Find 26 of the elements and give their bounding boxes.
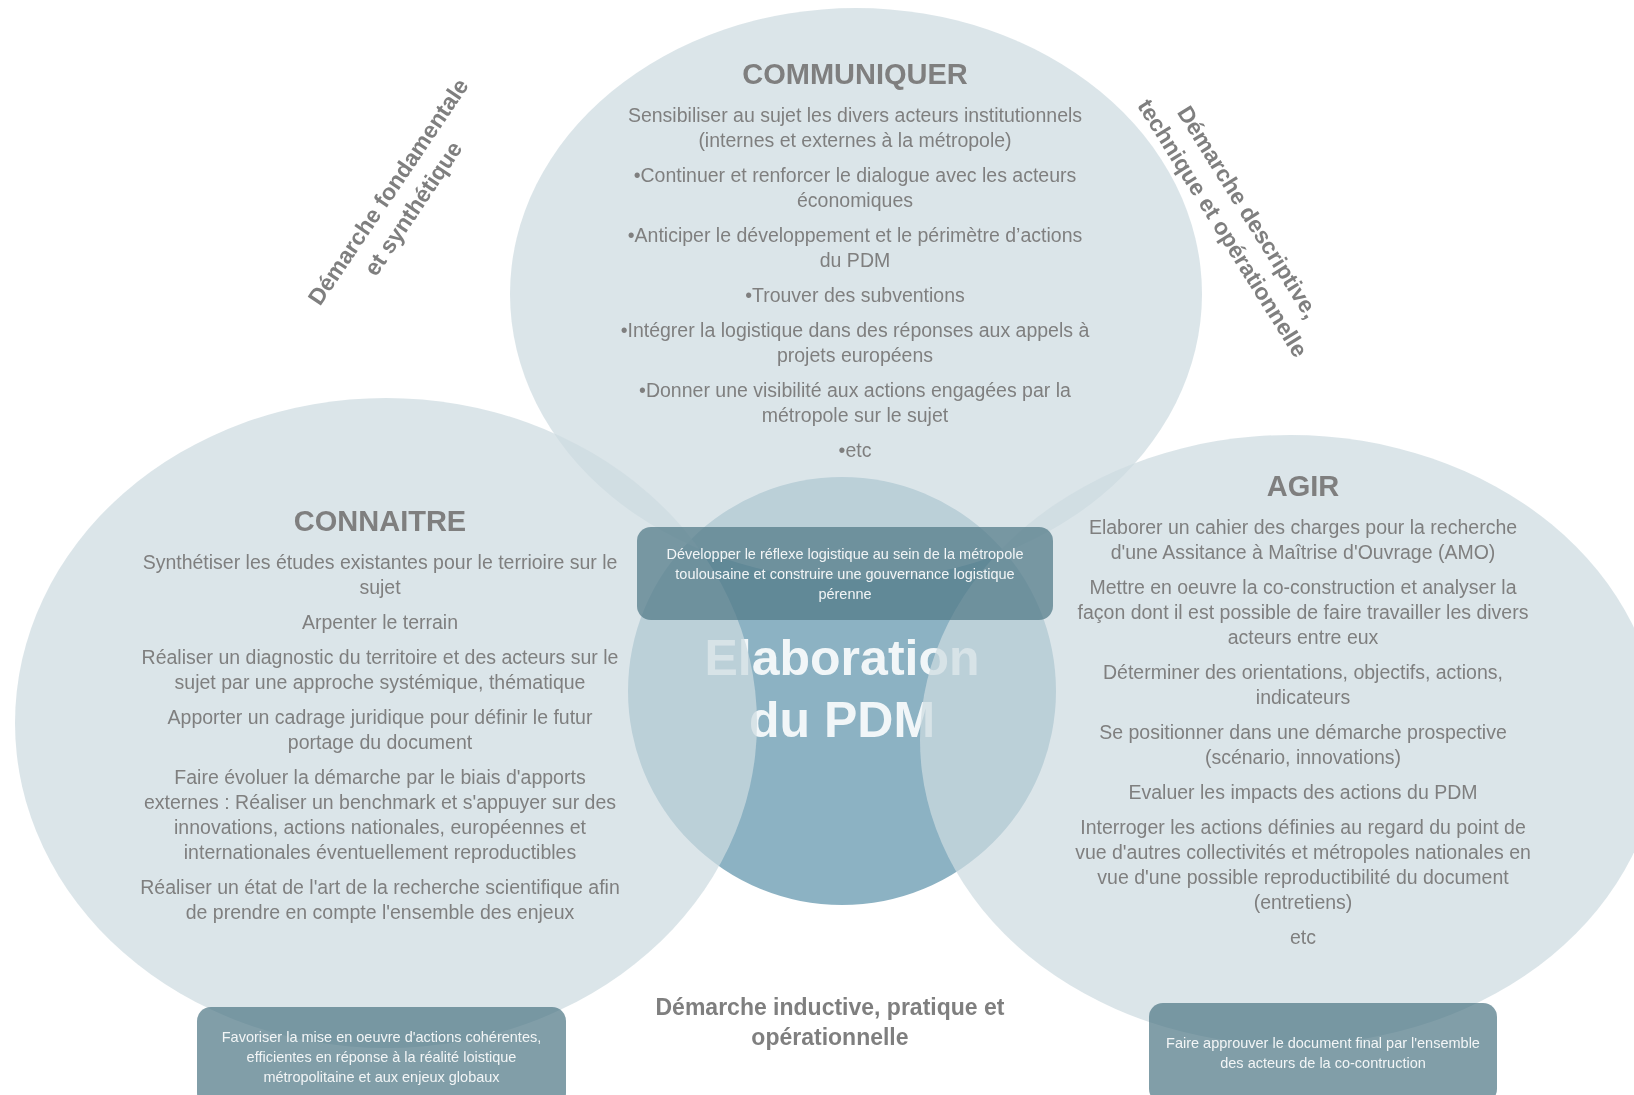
list-item: •etc: [837, 438, 873, 463]
list-item: Déterminer des orientations, objectifs, actions, indicateurs: [1102, 660, 1504, 710]
list-item: •Continuer et renforcer le dialogue avec les acteurs économiques: [632, 163, 1078, 213]
list-item: Elaborer un cahier des charges pour la recherche d'une Assitance à Maîtrise d'Ouvrage (AMO): [1087, 515, 1519, 565]
circle-heading: CONNAITRE: [292, 505, 468, 538]
circle-heading: COMMUNIQUER: [741, 58, 969, 91]
list-item: Réaliser un diagnostic du territoire et des acteurs sur le sujet par une approche systémique, thématique: [140, 645, 620, 695]
list-item: Faire évoluer la démarche par le biais d'apports externes : Réaliser un benchmark et s'appuyer sur des innovations, actions nationales, européennes et internationales éventuellement reproductibles: [143, 765, 617, 865]
list-item: •Donner une visibilité aux actions engagées par la métropole sur le sujet: [638, 378, 1072, 428]
list-item: Mettre en oeuvre la co-construction et analyser la façon dont il est possible de faire travailler les divers acteurs entre eux: [1076, 575, 1530, 650]
goal-box: Favoriser la mise en oeuvre d'actions cohérentes, efficientes en réponse à la réalité loistique métropolitaine et aux enjeux globaux: [197, 1007, 566, 1095]
list-item: Réaliser un état de l'art de la recherche scientifique afin de prendre en compte l'ensemble des enjeux: [139, 875, 621, 925]
list-item: •Intégrer la logistique dans des réponses aux appels à projets européens: [619, 318, 1091, 368]
list-item: Synthétiser les études existantes pour le terrioire sur le sujet: [141, 550, 619, 600]
approach-label: Démarche inductive, pratique et opérationnelle: [655, 993, 1005, 1052]
list-item: etc: [1289, 925, 1317, 950]
list-item: •Trouver des subventions: [744, 283, 966, 308]
goal-box: Faire approuver le document final par l'ensemble des acteurs de la co-contruction: [1149, 1003, 1497, 1095]
list-item: Evaluer les impacts des actions du PDM: [1127, 780, 1479, 805]
list-item: Apporter un cadrage juridique pour définir le futur portage du document: [166, 705, 594, 755]
list-item: •Anticiper le développement et le périmètre d’actions du PDM: [626, 223, 1084, 273]
list-item: Arpenter le terrain: [300, 610, 460, 635]
list-item: Se positionner dans une démarche prospective (scénario, innovations): [1098, 720, 1508, 770]
list-item: Sensibiliser au sujet les divers acteurs institutionnels (internes et externes à la métropole): [626, 103, 1084, 153]
circle-heading: AGIR: [1265, 470, 1341, 503]
list-item: Interroger les actions définies au regard du point de vue d'autres collectivités et métropoles nationales en vue d'une possible reproductibilité du document (entretiens): [1074, 815, 1532, 915]
